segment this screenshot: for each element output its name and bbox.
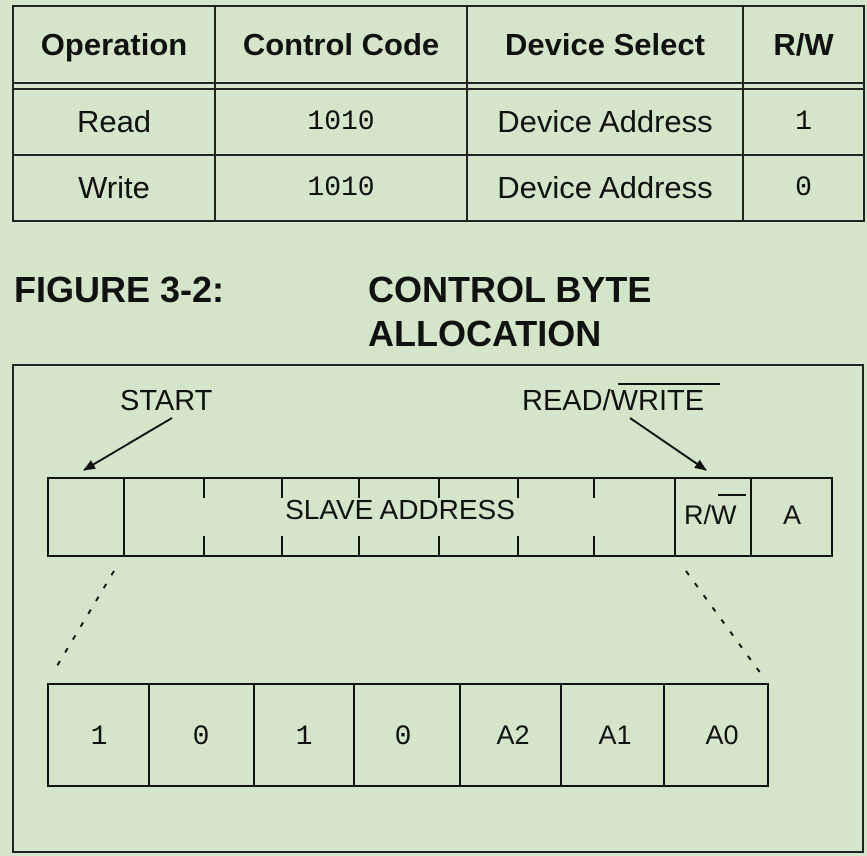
table-divider: [14, 154, 863, 156]
figure-title: CONTROL BYTE ALLOCATION: [368, 269, 652, 354]
cell-control-code: 1010: [307, 106, 375, 138]
cell-device-select: Device Address: [497, 170, 713, 205]
read-write-label: READ/WRITE: [522, 385, 704, 417]
bit-7: 1: [91, 722, 108, 753]
control-byte-svg: START READ/WRITE SLAVE ADDRESS R/W A: [47, 383, 833, 787]
bit-a2: A2: [496, 720, 529, 750]
table-divider: [214, 7, 216, 220]
bit-4: 0: [395, 722, 412, 753]
expand-line-left: [53, 570, 115, 672]
header-device-select: Device Select: [505, 26, 705, 62]
bit-a0: A0: [705, 720, 738, 750]
figure-label: FIGURE 3-2:: [14, 269, 225, 310]
start-arrow: [83, 417, 173, 471]
bit-5: 1: [296, 722, 313, 753]
address-ticks: [203, 478, 595, 556]
cell-rw: 1: [795, 106, 812, 138]
bit-frame: [47, 683, 769, 787]
slave-address-label: SLAVE ADDRESS: [285, 494, 515, 525]
header-operation: Operation: [40, 26, 188, 62]
bit-dividers: [148, 684, 665, 786]
expand-line-right: [685, 570, 765, 679]
rw-cell-label: R/W: [684, 500, 737, 530]
table-divider: [14, 88, 863, 90]
control-byte-diagram: START READ/WRITE SLAVE ADDRESS R/W A: [12, 364, 864, 853]
read-write-arrow: [629, 417, 707, 471]
start-label: START: [120, 385, 213, 417]
cell-rw: 0: [795, 172, 812, 204]
cell-device-select: Device Address: [497, 104, 713, 139]
bit-6: 0: [193, 722, 210, 753]
bit-a1: A1: [598, 720, 631, 750]
header-control-code: Control Code: [242, 26, 440, 62]
control-code-table: Operation Control Code Device Select R/W…: [12, 5, 865, 222]
ack-cell-label: A: [783, 500, 801, 530]
table-divider: [466, 7, 468, 220]
cell-operation-read: Read: [76, 104, 152, 139]
cell-control-code: 1010: [307, 172, 375, 204]
table-divider: [742, 7, 744, 220]
header-rw: R/W: [773, 26, 834, 62]
table-divider: [14, 82, 863, 84]
cell-operation-write: Write: [78, 170, 150, 205]
